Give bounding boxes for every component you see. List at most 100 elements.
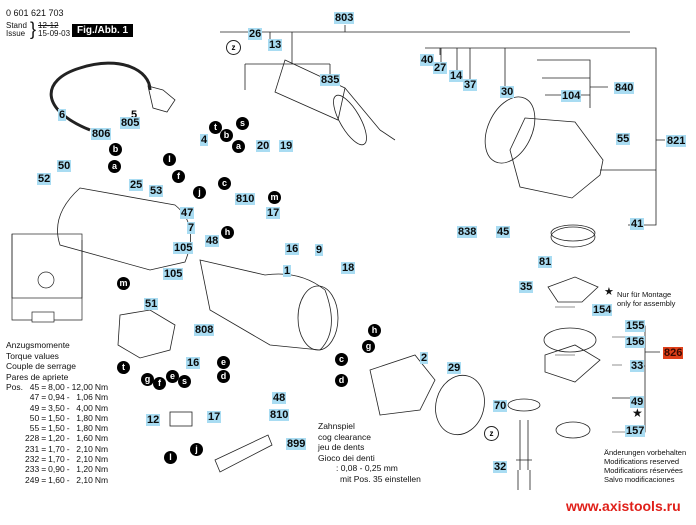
torque-dash: -: [66, 402, 70, 413]
connector-g: g: [141, 373, 154, 386]
part-label-48-bottom[interactable]: 48: [272, 392, 287, 404]
part-label-810-bottom[interactable]: 810: [269, 409, 290, 421]
part-label-55[interactable]: 55: [616, 133, 631, 145]
part-label-105-top[interactable]: 105: [173, 242, 194, 254]
part-label-30[interactable]: 30: [500, 86, 515, 98]
part-label-45[interactable]: 45: [496, 226, 511, 238]
torque-min-value: 1,70: [48, 443, 65, 454]
connector-l: l: [164, 451, 177, 464]
torque-min-value: 0,94: [48, 392, 65, 403]
grease-tube-shape: [214, 434, 273, 473]
torque-unit: Nm: [94, 464, 109, 475]
torque-pos-label: [6, 444, 25, 454]
part-label-20[interactable]: 20: [256, 140, 271, 152]
connector-j: j: [190, 443, 203, 456]
part-label-835[interactable]: 835: [320, 74, 341, 86]
part-label-53[interactable]: 53: [149, 185, 164, 197]
part-label-16-bottom[interactable]: 16: [186, 357, 201, 369]
part-label-26[interactable]: 26: [248, 28, 263, 40]
document-number: 0 601 621 703: [6, 8, 64, 18]
part-label-48-top[interactable]: 48: [205, 235, 220, 247]
part-label-14[interactable]: 14: [449, 70, 464, 82]
part-label-37[interactable]: 37: [463, 79, 478, 91]
part-label-9[interactable]: 9: [315, 244, 324, 256]
part-label-821[interactable]: 821: [666, 135, 687, 147]
part-label-47[interactable]: 47: [180, 207, 195, 219]
part-label-154[interactable]: 154: [592, 304, 613, 316]
website-link[interactable]: www.axistools.ru: [566, 498, 681, 514]
part-label-17-bottom[interactable]: 17: [207, 411, 222, 423]
connector-s-top: s: [236, 117, 249, 130]
plug-shape: [147, 85, 176, 113]
connector-g-coil: g: [362, 340, 375, 353]
o-ring-shape: [543, 327, 597, 353]
torque-dash: -: [66, 443, 70, 454]
part-label-156[interactable]: 156: [625, 336, 646, 348]
torque-dash: -: [66, 412, 70, 423]
connector-h-top: h: [221, 226, 234, 239]
torque-dash: -: [66, 464, 70, 475]
part-label-7[interactable]: 7: [187, 222, 196, 234]
part-label-13[interactable]: 13: [268, 39, 283, 51]
part-label-105-bottom[interactable]: 105: [163, 268, 184, 280]
torque-equals-sign: =: [41, 454, 47, 465]
connector-d-bottom: d: [217, 370, 230, 383]
torque-pos-label: [6, 454, 25, 464]
part-label-104[interactable]: 104: [561, 90, 582, 102]
part-label-25[interactable]: 25: [129, 179, 144, 191]
clearance-line-it: Gioco dei denti: [318, 452, 375, 463]
part-label-838[interactable]: 838: [457, 226, 478, 238]
part-label-899[interactable]: 899: [286, 438, 307, 450]
torque-pos-number: 49: [29, 402, 40, 413]
part-label-157[interactable]: 157: [625, 425, 646, 437]
torque-unit: Nm: [94, 454, 109, 465]
part-label-806[interactable]: 806: [91, 128, 112, 140]
part-label-33[interactable]: 33: [630, 360, 645, 372]
part-label-5[interactable]: 5: [131, 109, 138, 121]
torque-heading-en: Torque values: [6, 350, 59, 361]
part-label-840[interactable]: 840: [614, 82, 635, 94]
part-label-19[interactable]: 19: [279, 140, 294, 152]
part-label-81[interactable]: 81: [538, 256, 553, 268]
torque-min-value: 1,60: [48, 474, 65, 485]
part-label-826[interactable]: 826: [663, 347, 684, 359]
part-label-50[interactable]: 50: [57, 160, 72, 172]
part-label-12[interactable]: 12: [146, 414, 161, 426]
clearance-value: : 0,08 - 0,25 mm: [336, 463, 398, 473]
part-label-40[interactable]: 40: [420, 54, 435, 66]
torque-min-value: 1,50: [48, 423, 65, 434]
part-label-6[interactable]: 6: [58, 109, 67, 121]
part-label-35[interactable]: 35: [519, 281, 534, 293]
spindle-shape: [516, 420, 532, 490]
part-label-4[interactable]: 4: [200, 134, 209, 146]
part-label-51[interactable]: 51: [144, 298, 159, 310]
issue-value: 15-09-03: [38, 29, 71, 38]
part-label-155[interactable]: 155: [625, 320, 646, 332]
part-label-18[interactable]: 18: [341, 262, 356, 274]
torque-min-value: 8,00: [48, 382, 65, 392]
connector-m-top: m: [268, 191, 281, 204]
part-label-52[interactable]: 52: [37, 173, 52, 185]
switch-block-shape: [117, 309, 176, 359]
part-label-805[interactable]: 805: [120, 117, 141, 129]
part-label-810-top[interactable]: 810: [235, 193, 256, 205]
assembly-note-de: Nur für Montage: [617, 290, 672, 299]
modifications-de: Änderungen vorbehalten: [604, 448, 687, 457]
part-label-16-top[interactable]: 16: [285, 243, 300, 255]
part-label-2[interactable]: 2: [420, 352, 429, 364]
part-label-27[interactable]: 27: [433, 62, 448, 74]
torque-max-value: 1,06: [76, 392, 93, 403]
part-label-808[interactable]: 808: [194, 324, 215, 336]
part-label-70[interactable]: 70: [493, 400, 508, 412]
field-coil-shape: [369, 354, 436, 416]
part-label-32[interactable]: 32: [493, 461, 508, 473]
torque-pos-number: 233: [25, 464, 40, 475]
part-label-17-top[interactable]: 17: [266, 207, 281, 219]
part-label-41[interactable]: 41: [630, 218, 645, 230]
stand-issue-values: 12-12 15-09-03: [38, 22, 70, 38]
part-label-803[interactable]: 803: [334, 12, 355, 24]
part-label-29[interactable]: 29: [447, 362, 462, 374]
part-label-1[interactable]: 1: [283, 265, 292, 277]
part-label-49[interactable]: 49: [630, 396, 645, 408]
